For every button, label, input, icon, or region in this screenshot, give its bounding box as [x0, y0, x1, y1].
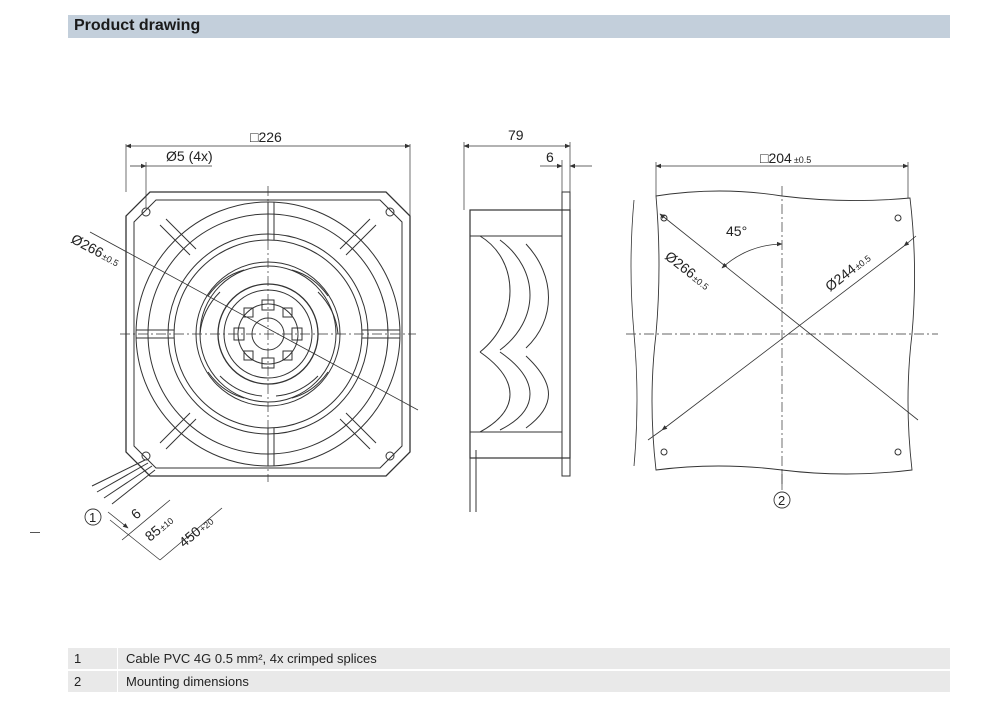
mount-hole: [141, 451, 151, 461]
section-header: Product drawing: [68, 15, 950, 38]
front-dim-lead: 85±10: [142, 512, 176, 545]
legend-text: Mounting dimensions: [126, 674, 249, 689]
side-dim-depth: 79: [508, 127, 524, 143]
front-dim-circle: Ø266±0.5: [69, 231, 123, 270]
side-dim-flange: 6: [546, 149, 554, 165]
mount-cutout-outline: [651, 190, 916, 475]
mount-dim-angle: 45°: [726, 223, 747, 239]
legend-number: 2: [68, 671, 118, 692]
side-view: [463, 142, 592, 512]
mount-hole: [141, 207, 151, 217]
mount-hole: [385, 207, 395, 217]
side-body: [469, 209, 571, 459]
legend-row: 1 Cable PVC 4G 0.5 mm², 4x crimped splic…: [68, 648, 950, 669]
technical-drawing: □226 Ø5 (4x) Ø266±0.5 1 6 85±10 450+20 7…: [69, 127, 938, 561]
callout-circle-1: [84, 508, 102, 526]
mount-dim-circle: Ø266±0.5: [662, 248, 713, 293]
mount-hole: [385, 451, 395, 461]
legend-table: 1 Cable PVC 4G 0.5 mm², 4x crimped splic…: [68, 648, 950, 694]
legend-row: 2 Mounting dimensions: [68, 671, 950, 692]
callout-label-1: 1: [89, 510, 96, 525]
callout-label-2: 2: [778, 493, 785, 508]
legend-text: Cable PVC 4G 0.5 mm², 4x crimped splices: [126, 651, 377, 666]
fan-frame-outline: [125, 191, 411, 477]
front-dim-holes: Ø5 (4x): [166, 148, 213, 164]
stray-mark: [30, 532, 40, 533]
mount-dim-square: □204±0.5: [760, 150, 811, 166]
callout-circle-2: [773, 491, 791, 509]
section-title: Product drawing: [74, 17, 201, 34]
mounting-view: [626, 162, 938, 490]
mount-dim-diag: Ø244±0.5: [822, 249, 873, 294]
front-dim-cable: 450+20: [176, 513, 217, 551]
front-dim-strip: 6: [128, 505, 144, 522]
legend-number: 1: [68, 648, 118, 669]
side-flange: [561, 191, 571, 477]
front-dim-square: □226: [250, 129, 282, 145]
front-view: [89, 143, 419, 561]
